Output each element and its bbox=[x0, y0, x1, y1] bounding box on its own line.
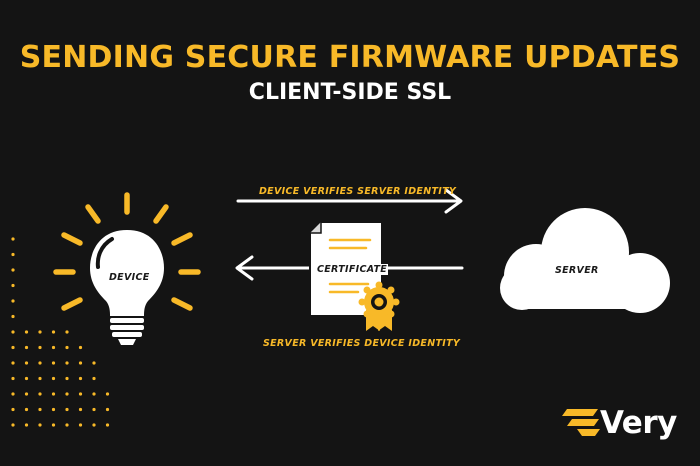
page-subtitle: CLIENT-SIDE SSL bbox=[248, 80, 452, 105]
very-logo-icon bbox=[562, 409, 600, 436]
decor-dot bbox=[11, 376, 15, 381]
decor-dot bbox=[11, 252, 15, 257]
decor-dot bbox=[38, 407, 42, 412]
decor-dot bbox=[92, 407, 96, 412]
decor-dot bbox=[11, 283, 15, 288]
decor-dot bbox=[78, 361, 83, 365]
decor-dot bbox=[24, 407, 29, 412]
decor-dot bbox=[11, 407, 15, 412]
decor-dot bbox=[105, 423, 110, 427]
dot-pattern bbox=[11, 237, 110, 427]
decor-dot bbox=[51, 423, 56, 427]
decor-dot bbox=[105, 407, 110, 412]
decor-dot bbox=[24, 423, 29, 427]
decor-dot bbox=[51, 345, 56, 350]
decor-dot bbox=[51, 392, 56, 396]
certificate-label: CERTIFICATE bbox=[316, 264, 389, 275]
decor-dot bbox=[92, 376, 96, 381]
decor-dot bbox=[11, 330, 15, 334]
decor-dot bbox=[78, 423, 83, 427]
decor-dot bbox=[78, 345, 83, 350]
device-label: DEVICE bbox=[109, 272, 150, 283]
decor-dot bbox=[38, 423, 42, 427]
decor-dot bbox=[38, 345, 42, 350]
edge-label-to-server: DEVICE VERIFIES SERVER IDENTITY bbox=[259, 186, 457, 197]
decor-dot bbox=[51, 376, 56, 381]
decor-dot bbox=[92, 392, 96, 396]
decor-dot bbox=[11, 268, 15, 272]
decor-dot bbox=[11, 299, 15, 303]
seal-icon bbox=[358, 281, 400, 331]
decor-dot bbox=[24, 376, 29, 381]
decor-dot bbox=[24, 345, 29, 350]
lightbulb-icon bbox=[90, 230, 164, 345]
decor-dot bbox=[11, 345, 15, 350]
decor-dot bbox=[38, 361, 42, 365]
brand-name: Very bbox=[600, 405, 677, 441]
decor-dot bbox=[78, 376, 83, 381]
decor-dot bbox=[65, 330, 69, 334]
decor-dot bbox=[51, 361, 56, 365]
decor-dot bbox=[51, 407, 56, 412]
decor-dot bbox=[24, 361, 29, 365]
decor-dot bbox=[11, 423, 15, 427]
server-label: SERVER bbox=[555, 265, 599, 276]
decor-dot bbox=[24, 330, 29, 334]
page-title: SENDING SECURE FIRMWARE UPDATES bbox=[19, 40, 681, 75]
decor-dot bbox=[92, 423, 96, 427]
decor-dot bbox=[65, 392, 69, 396]
decor-dot bbox=[11, 361, 15, 365]
decor-dot bbox=[65, 361, 69, 365]
decor-dot bbox=[65, 345, 69, 350]
decor-dot bbox=[38, 330, 42, 334]
arrow-device-to-server bbox=[236, 188, 463, 214]
decor-dot bbox=[11, 392, 15, 396]
decor-dot bbox=[65, 407, 69, 412]
decor-dot bbox=[24, 392, 29, 396]
decor-dot bbox=[105, 392, 110, 396]
decor-dot bbox=[92, 361, 96, 365]
decor-dot bbox=[11, 237, 15, 241]
decor-dot bbox=[78, 392, 83, 396]
decor-dot bbox=[11, 314, 15, 319]
cloud-icon bbox=[500, 208, 670, 313]
edge-label-to-device: SERVER VERIFIES DEVICE IDENTITY bbox=[263, 338, 461, 349]
decor-dot bbox=[78, 407, 83, 412]
decor-dot bbox=[38, 376, 42, 381]
decor-dot bbox=[38, 392, 42, 396]
decor-dot bbox=[51, 330, 56, 334]
decor-dot bbox=[65, 423, 69, 427]
light-rays bbox=[53, 192, 201, 311]
decor-dot bbox=[65, 376, 69, 381]
